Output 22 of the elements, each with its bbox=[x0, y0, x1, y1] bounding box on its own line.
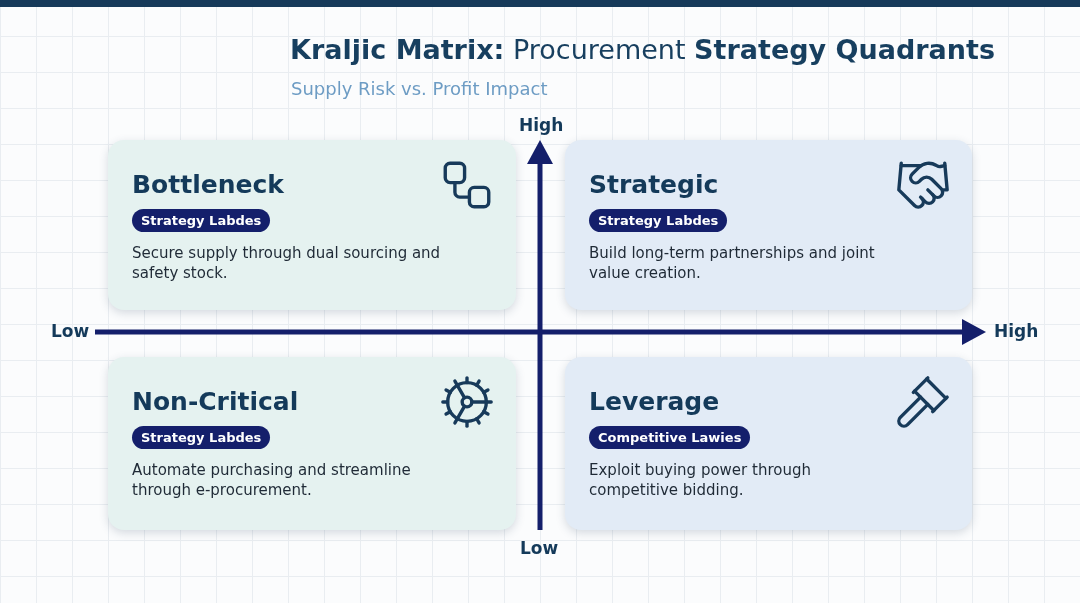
quadrant-card bbox=[565, 357, 972, 530]
quadrant-description: Secure supply through dual sourcing and safety stock. bbox=[132, 244, 442, 283]
quadrant-title: Bottleneck bbox=[132, 170, 284, 199]
quadrant-title: Strategic bbox=[589, 170, 719, 199]
strategy-badge: Strategy Labdes bbox=[132, 426, 271, 449]
quadrant-description: Exploit buying power through competitive bidding. bbox=[589, 461, 812, 500]
axis-label: High bbox=[994, 321, 1039, 341]
strategy-badge: Competitive Lawies bbox=[589, 426, 751, 449]
axis-label: Low bbox=[51, 321, 90, 341]
quadrant-card bbox=[565, 140, 972, 310]
quadrant-title: Non-Critical bbox=[132, 387, 299, 416]
axis-label: Low bbox=[520, 538, 559, 558]
strategy-badge: Strategy Labdes bbox=[132, 209, 271, 232]
quadrant-card bbox=[108, 140, 516, 310]
quadrant-description: Build long-term partnerships and joint value creation. bbox=[589, 244, 876, 283]
title: Kraljic Matrix: Procurement Strategy Quadrants bbox=[290, 34, 995, 65]
quadrant-title: Leverage bbox=[589, 387, 720, 416]
axis-label: High bbox=[519, 115, 564, 135]
strategy-badge: Strategy Labdes bbox=[589, 209, 728, 232]
quadrant-card bbox=[108, 357, 516, 530]
quadrant-description: Automate purchasing and streamline through e-procurement. bbox=[132, 461, 412, 500]
subtitle: Supply Risk vs. Profit Impact bbox=[291, 78, 548, 99]
